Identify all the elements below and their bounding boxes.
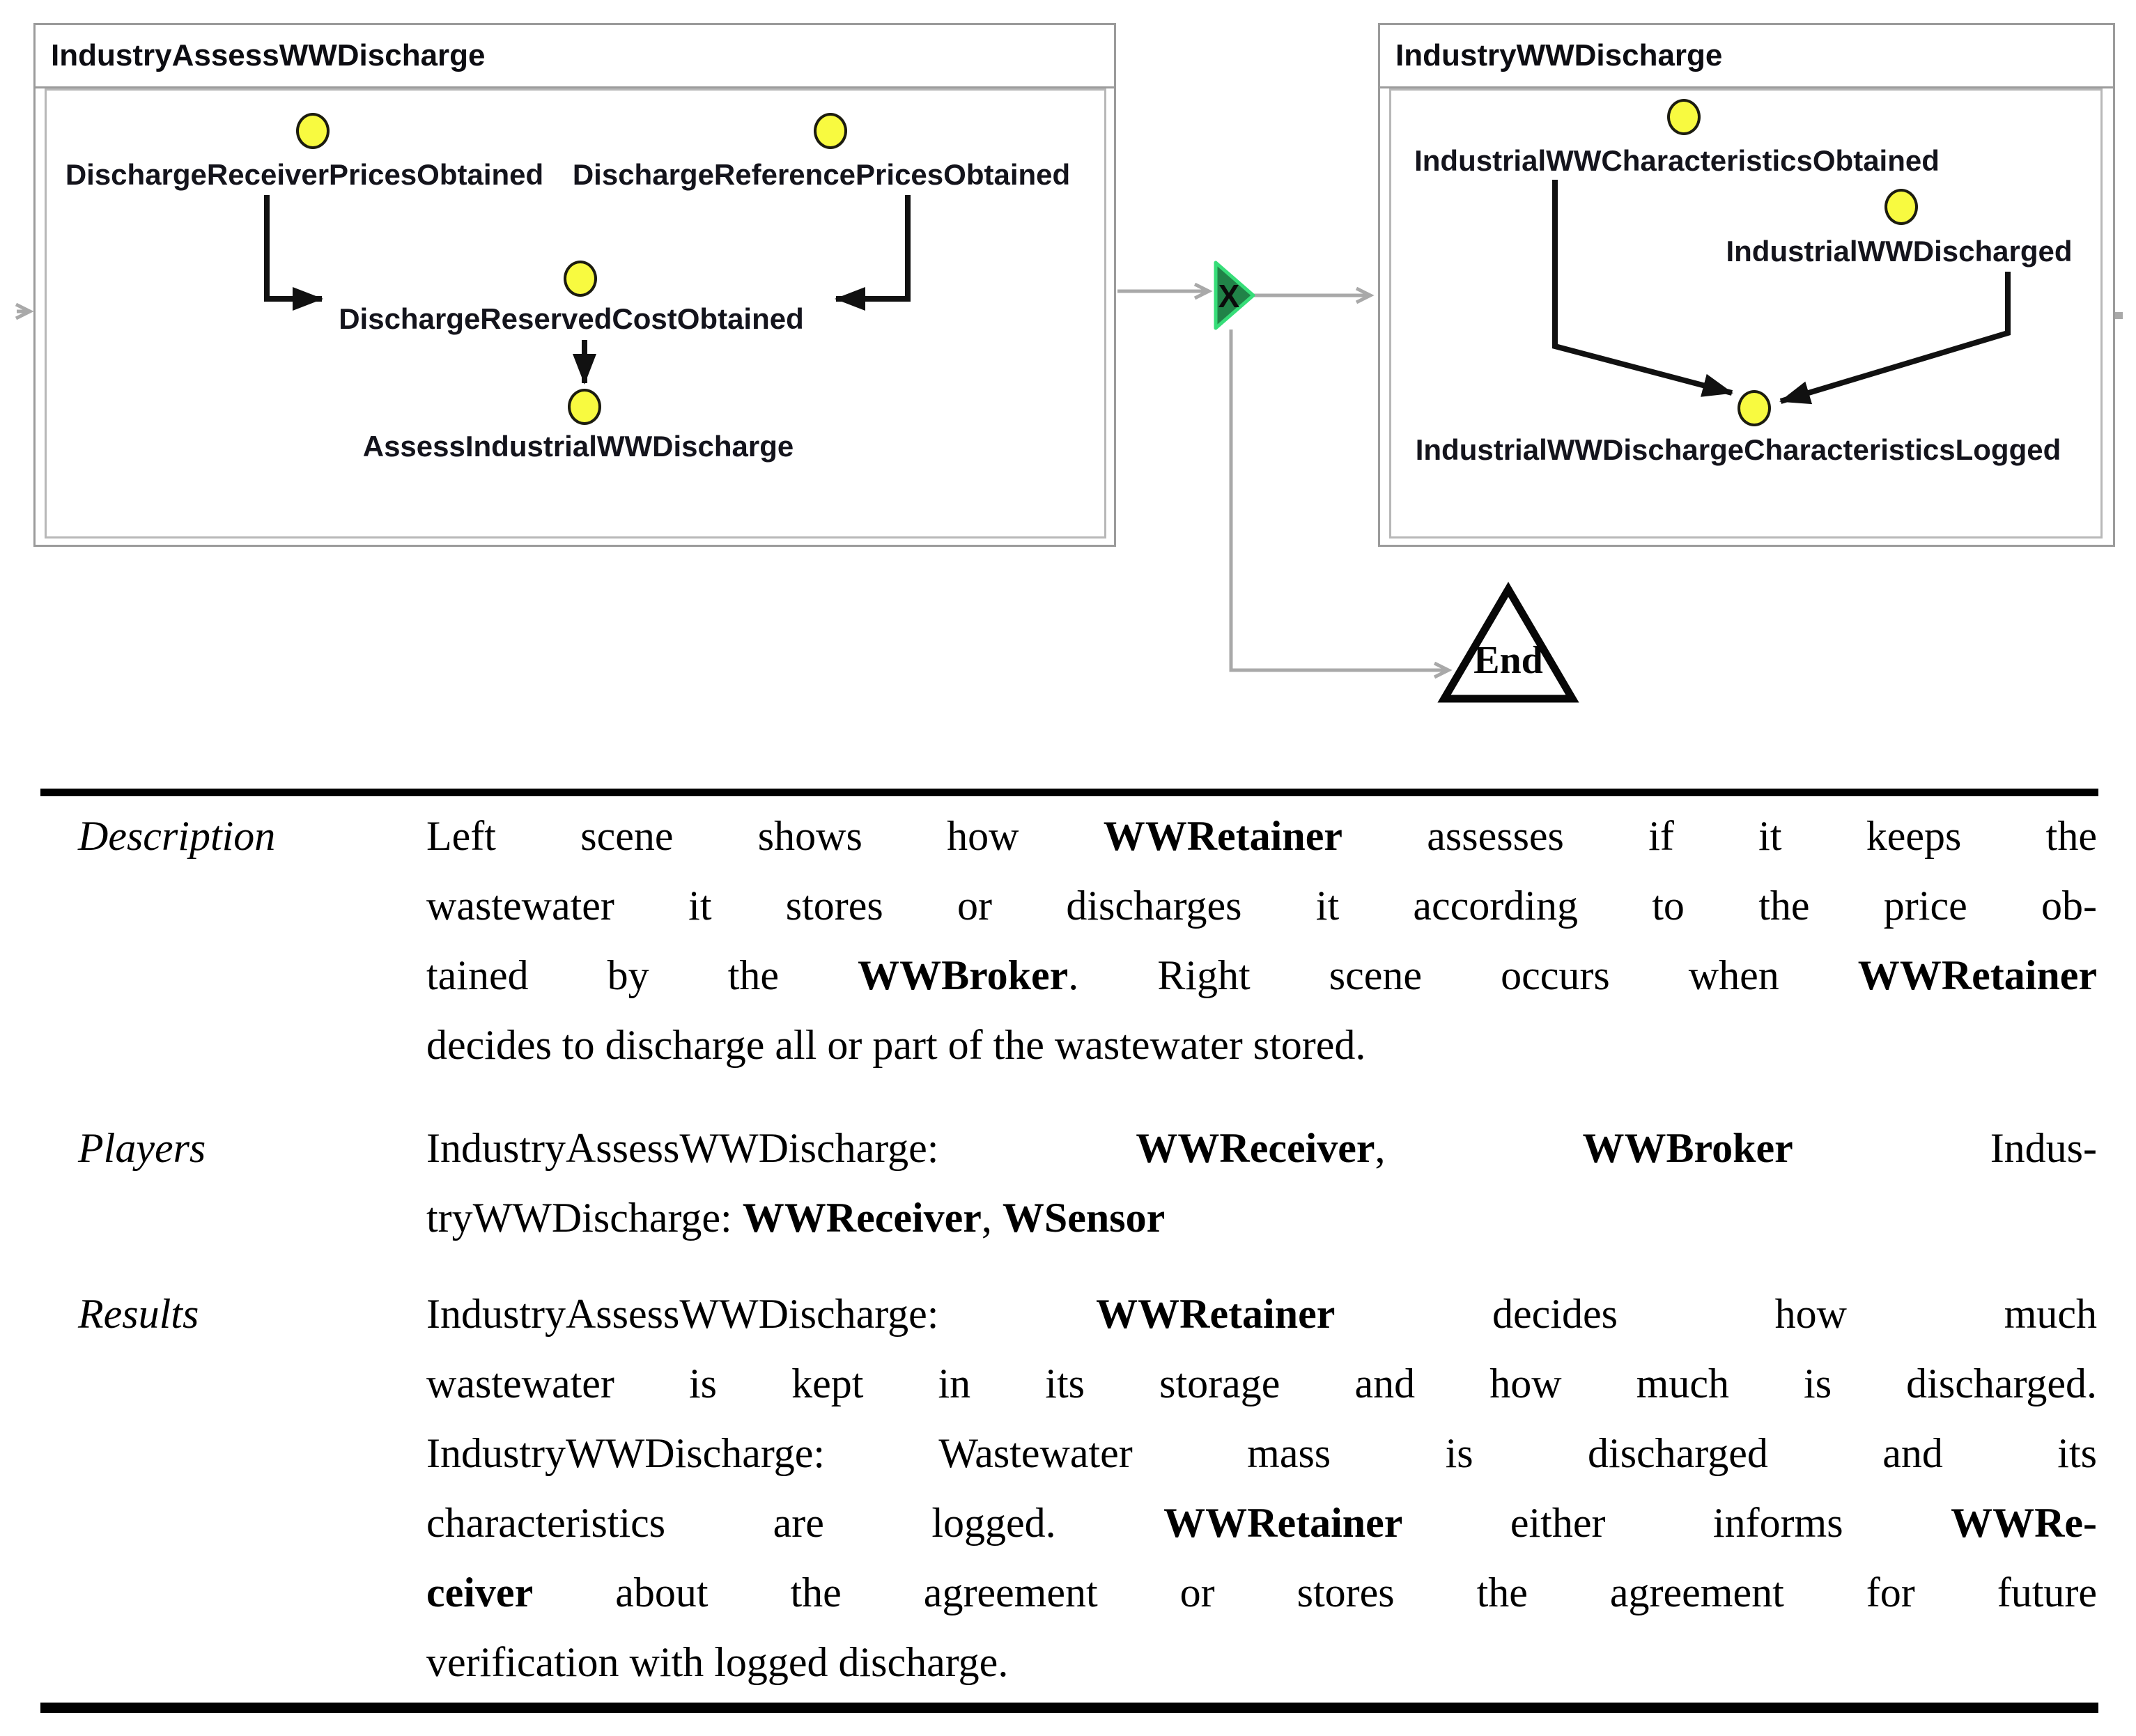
row-text-description: Left scene shows how WWRetainer assesses… <box>426 801 2097 1080</box>
state-node-circle <box>1738 390 1771 426</box>
state-label: DischargeReservedCostObtained <box>339 302 804 335</box>
scene-inner-panel-left <box>45 88 1106 538</box>
state-node-circle <box>564 261 597 297</box>
text-line: verification with logged discharge. <box>426 1639 1009 1685</box>
text-line: IndustryWWDischarge: Wastewater mass is … <box>426 1430 2097 1476</box>
state-label: IndustrialWWDischarged <box>1726 235 2073 268</box>
text-line: wastewater it stores or discharges it ac… <box>426 883 2097 929</box>
table-row-description: Description Left scene shows how WWRetai… <box>0 801 2136 1094</box>
scene-title-right: IndustryWWDischarge <box>1380 25 2113 88</box>
row-label-description: Description <box>78 813 276 859</box>
text-line: characteristics are logged. WWRetainer e… <box>426 1500 2098 1546</box>
scene-title-left: IndustryAssessWWDischarge <box>36 25 1114 88</box>
end-label: End <box>1473 639 1543 682</box>
text-line: decides to discharge all or part of the … <box>426 1022 1366 1068</box>
state-label: DischargeReceiverPricesObtained <box>65 158 544 191</box>
text-line: IndustryAssessWWDischarge: WWRetainer de… <box>426 1291 2097 1337</box>
row-label-players: Players <box>78 1125 206 1171</box>
scene-diagram: IndustryAssessWWDischarge IndustryWWDisc… <box>0 0 2136 773</box>
table-row-players: Players IndustryAssessWWDischarge: WWRec… <box>0 1113 2136 1266</box>
state-node-circle <box>814 113 847 149</box>
scene-inner-panel-right <box>1389 88 2103 538</box>
state-node-circle <box>568 389 601 425</box>
text-line: tained by the WWBroker. Right scene occu… <box>426 952 2098 998</box>
text-line: wastewater is kept in its storage and ho… <box>426 1361 2097 1406</box>
text-line: IndustryAssessWWDischarge: WWReceiver, W… <box>426 1125 2097 1171</box>
table-row-results: Results IndustryAssessWWDischarge: WWRet… <box>0 1279 2136 1711</box>
state-node-circle <box>296 113 330 149</box>
text-line: ceiver about the agreement or stores the… <box>426 1570 2097 1615</box>
text-line: tryWWDischarge: WWReceiver, WSensor <box>426 1195 1166 1241</box>
row-label-results: Results <box>78 1291 199 1337</box>
state-label: DischargeReferencePricesObtained <box>572 158 1071 191</box>
state-node-circle <box>1667 99 1701 135</box>
table-rule-top <box>40 789 2098 796</box>
state-label: IndustrialWWCharacteristicsObtained <box>1414 144 1940 177</box>
row-text-results: IndustryAssessWWDischarge: WWRetainer de… <box>426 1279 2097 1697</box>
table-rule-bottom <box>40 1703 2098 1713</box>
state-label: AssessIndustrialWWDischarge <box>362 430 794 463</box>
gateway-x-symbol: X <box>1218 278 1240 314</box>
text-line: Left scene shows how WWRetainer assesses… <box>426 813 2097 859</box>
state-label: IndustrialWWDischargeCharacteristicsLogg… <box>1415 433 2061 466</box>
row-text-players: IndustryAssessWWDischarge: WWReceiver, W… <box>426 1113 2097 1253</box>
state-node-circle <box>1885 189 1918 225</box>
